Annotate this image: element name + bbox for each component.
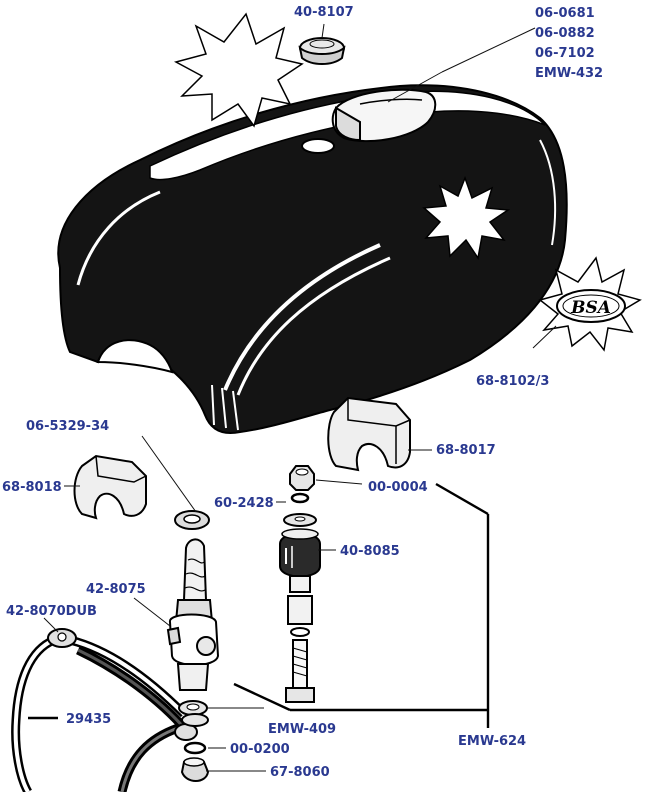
grommet-cap	[298, 37, 346, 65]
part-labels: 40-8107 06-0681 06-0882 06-7102 EMW-432 …	[2, 5, 603, 780]
label-00-0200: 00-0200	[230, 742, 290, 757]
fuel-tap	[166, 538, 220, 691]
label-67-8060: 67-8060	[270, 765, 330, 780]
label-29435: 29435	[66, 712, 111, 727]
label-68-8102-3: 68-8102/3	[476, 374, 549, 389]
label-06-7102: 06-7102	[535, 46, 595, 61]
bsa-badge: BSA	[538, 256, 642, 352]
mounting-stack	[279, 465, 321, 703]
label-60-2428: 60-2428	[214, 496, 274, 511]
starburst-outline	[173, 12, 304, 128]
label-40-8085: 40-8085	[340, 544, 400, 559]
label-emw-432: EMW-432	[535, 66, 603, 81]
label-06-0882: 06-0882	[535, 26, 595, 41]
badge-text: BSA	[570, 298, 611, 318]
rubber-buffer-68-8018	[73, 454, 147, 520]
label-06-5329-34: 06-5329-34	[26, 419, 109, 434]
label-68-8017: 68-8017	[436, 443, 496, 458]
washer-06-5329-34	[174, 510, 210, 530]
rubber-buffer-68-8017	[327, 396, 411, 472]
label-42-8075: 42-8075	[86, 582, 146, 597]
fuel-tank	[57, 84, 568, 434]
label-06-0681: 06-0681	[535, 6, 595, 21]
fuel-lines	[11, 628, 198, 792]
label-00-0004: 00-0004	[368, 480, 428, 495]
label-68-8018: 68-8018	[2, 480, 62, 495]
label-emw-624: EMW-624	[458, 734, 526, 749]
label-42-8070dub: 42-8070DUB	[6, 604, 97, 619]
label-emw-409: EMW-409	[268, 722, 336, 737]
label-40-8107: 40-8107	[294, 5, 354, 20]
lower-fittings	[178, 700, 210, 782]
leader-lines	[28, 23, 557, 772]
